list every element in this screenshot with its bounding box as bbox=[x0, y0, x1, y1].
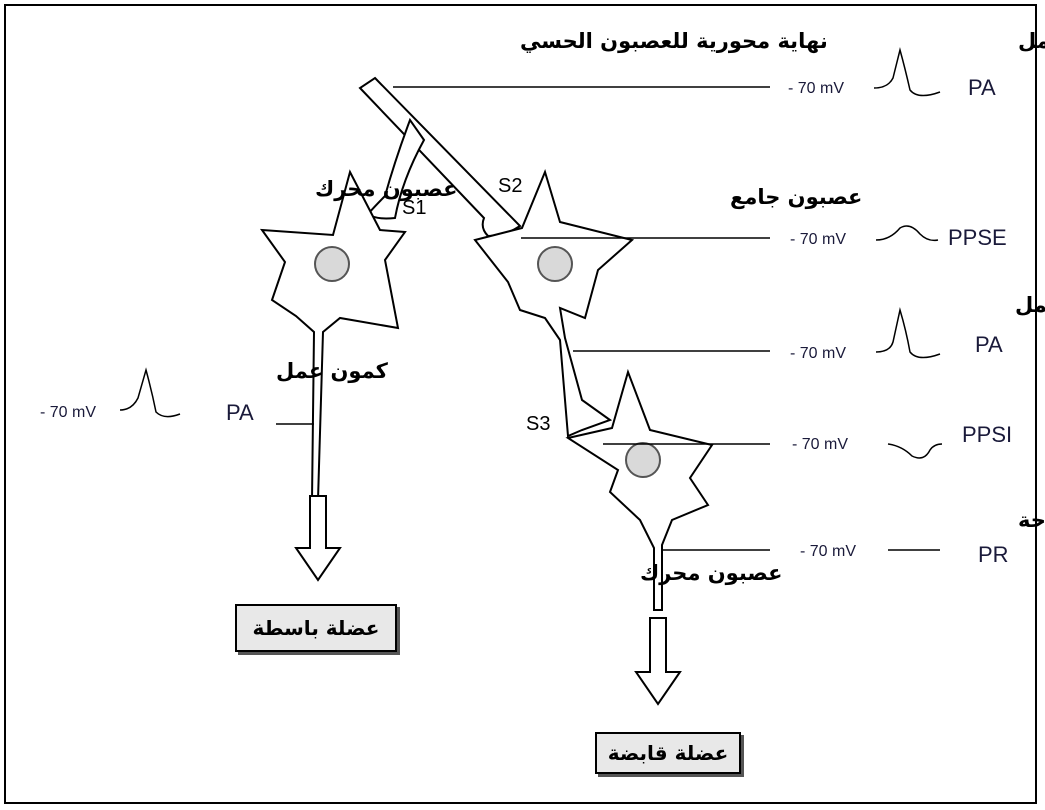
synapse-s3-label: S3 bbox=[526, 413, 550, 435]
recording-top-title: كمون عمل bbox=[1018, 29, 1045, 53]
recording-ppse-type: PPSE bbox=[948, 225, 1007, 250]
recording-ppse-voltage: - 70 mV bbox=[790, 231, 846, 248]
recording-top-type: PA bbox=[968, 75, 996, 100]
recording-top-voltage: - 70 mV bbox=[788, 80, 844, 97]
interneuron-label: عصبون جامع bbox=[730, 185, 862, 209]
recording-rest-title: كمون راحة bbox=[1018, 508, 1045, 532]
recording-mid-voltage: - 70 mV bbox=[790, 345, 846, 362]
trace-pa-top bbox=[873, 47, 941, 97]
trace-pa-left bbox=[119, 367, 181, 418]
recording-rest-type: PR bbox=[978, 542, 1009, 567]
recording-ppsi-type: PPSI bbox=[962, 422, 1012, 447]
recording-mid-title: كمون عمل bbox=[1015, 293, 1045, 317]
recording-mid-type: PA bbox=[975, 332, 1003, 357]
recording-ppsi-voltage: - 70 mV bbox=[792, 436, 848, 453]
motor-neuron-right bbox=[565, 368, 714, 611]
trace-ppse bbox=[875, 225, 939, 242]
trace-ppsi bbox=[887, 443, 943, 459]
flexor-muscle-box: عضلة قابضة bbox=[595, 732, 741, 774]
recording-rest-voltage: - 70 mV bbox=[800, 543, 856, 560]
arrow-to-flexor bbox=[634, 617, 682, 706]
motor-neuron-left bbox=[259, 169, 407, 501]
potential-traces bbox=[119, 47, 943, 551]
recording-left-type: PA bbox=[226, 400, 254, 425]
synapse-s2-label: S2 bbox=[498, 175, 522, 197]
arrow-to-extensor bbox=[294, 495, 342, 582]
sensory-axon bbox=[358, 76, 522, 238]
nucleus bbox=[314, 246, 350, 282]
nucleus bbox=[537, 246, 573, 282]
motor-neuron-left-label: عصبون محرك bbox=[315, 177, 457, 201]
trace-pa-mid bbox=[875, 307, 941, 359]
motor-neuron-right-label: عصبون محرك bbox=[640, 561, 782, 585]
recording-left-voltage: - 70 mV bbox=[40, 404, 96, 421]
recording-left-title: كمون عمل bbox=[276, 359, 389, 383]
recording-lines bbox=[276, 86, 770, 551]
nucleus bbox=[625, 442, 661, 478]
synapse-s1-label: S1 bbox=[402, 197, 426, 219]
diagram-frame bbox=[4, 4, 1037, 804]
extensor-muscle-box: عضلة باسطة bbox=[235, 604, 397, 652]
sensory-ending-label: نهاية محورية للعصبون الحسي bbox=[520, 29, 828, 53]
